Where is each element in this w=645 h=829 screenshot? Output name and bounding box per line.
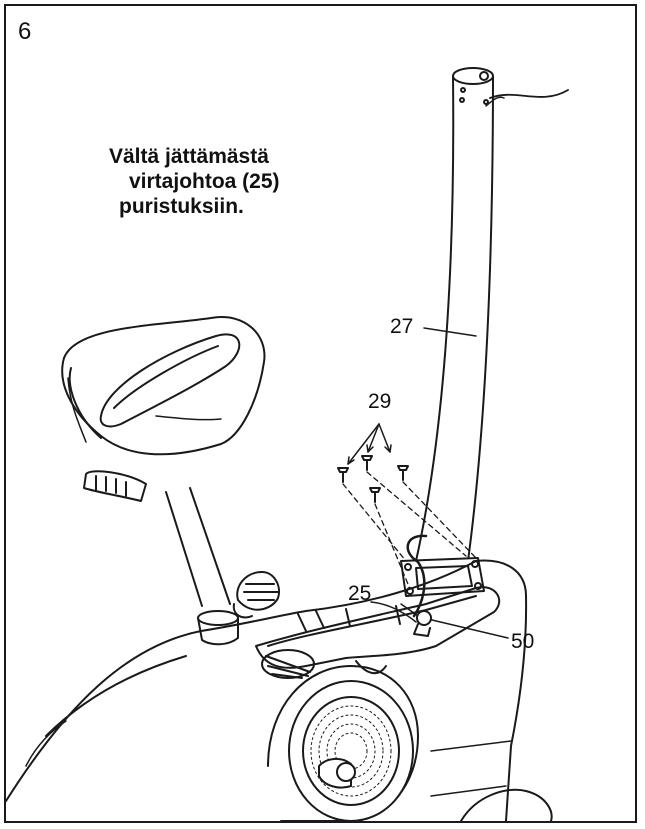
warning-line-1: Vältä jättämästä — [109, 145, 269, 168]
leader-27 — [423, 327, 477, 337]
exercise-bike-illustration — [6, 67, 569, 821]
callout-29: 29 — [368, 390, 392, 413]
callout-25: 25 — [348, 582, 372, 605]
callout-50: 50 — [511, 630, 535, 653]
bolt-50 — [413, 610, 509, 639]
screws-29 — [337, 423, 477, 590]
leader-25 — [370, 601, 417, 623]
seat — [61, 316, 266, 502]
warning-line-2: virtajohtoa (25) — [129, 170, 280, 193]
warning-text: Vältä jättämästä virtajohtoa (25) purist… — [109, 144, 280, 219]
pulley — [261, 649, 315, 679]
warning-line-3: puristuksiin. — [119, 195, 244, 218]
seat-post — [165, 487, 239, 646]
bike-frame — [6, 559, 553, 821]
wheel — [267, 665, 419, 821]
callout-27: 27 — [390, 315, 414, 338]
seat-knob — [232, 571, 280, 619]
upright-tube — [415, 67, 569, 562]
assembly-step-panel: 6 Vältä jättämästä virtajohtoa (25) puri… — [4, 4, 637, 823]
step-number: 6 — [18, 18, 32, 45]
